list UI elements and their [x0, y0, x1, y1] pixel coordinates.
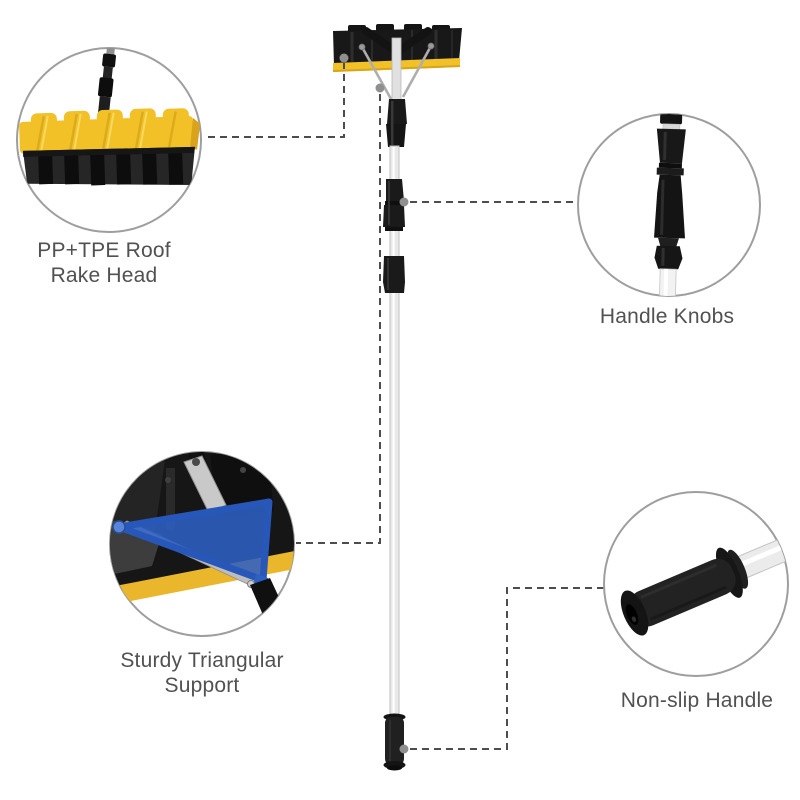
- connector-rake-head: [203, 62, 345, 138]
- rake-head-front: [19, 108, 201, 186]
- callout-circle-non-slip-handle: [603, 491, 789, 677]
- handle-knobs-zoom: [654, 114, 686, 296]
- product-roof-rake: [333, 24, 462, 771]
- label-rake-head: PP+TPE Roof Rake Head: [9, 238, 199, 288]
- label-rake-head-line2: Rake Head: [50, 264, 158, 287]
- label-triangular-support-line1: Sturdy Triangular: [120, 649, 284, 672]
- connector-non-slip-handle: [410, 587, 604, 750]
- connectors: [203, 62, 604, 750]
- triangular-support-struts: [358, 37, 435, 147]
- connector-dots: [339, 53, 409, 754]
- label-triangular-support: Sturdy Triangular Support: [107, 648, 297, 698]
- triangular-support-zoom: [110, 452, 294, 615]
- telescoping-pole: [383, 145, 406, 771]
- label-handle-knobs: Handle Knobs: [572, 304, 762, 329]
- label-rake-head-line1: PP+TPE Roof: [37, 239, 171, 262]
- pole-knob-lower: [383, 256, 405, 293]
- handle-grip: [383, 713, 406, 771]
- callout-circle-triangular-support: [109, 451, 295, 637]
- pole-knob-upper: [383, 179, 405, 231]
- label-non-slip-handle-line1: Non-slip Handle: [620, 689, 774, 712]
- callout-circle-rake-head: [16, 47, 202, 233]
- label-triangular-support-line2: Support: [164, 674, 240, 697]
- dot-handle-knobs: [399, 197, 409, 207]
- non-slip-handle-zoom: [620, 518, 788, 636]
- dot-triangular-support: [375, 83, 385, 93]
- callout-circle-handle-knobs: [577, 113, 761, 297]
- dot-non-slip-handle: [399, 744, 409, 754]
- connector-triangular-support: [296, 94, 381, 544]
- label-handle-knobs-line1: Handle Knobs: [599, 305, 735, 328]
- dot-rake-head: [339, 53, 349, 63]
- label-non-slip-handle: Non-slip Handle: [602, 688, 792, 713]
